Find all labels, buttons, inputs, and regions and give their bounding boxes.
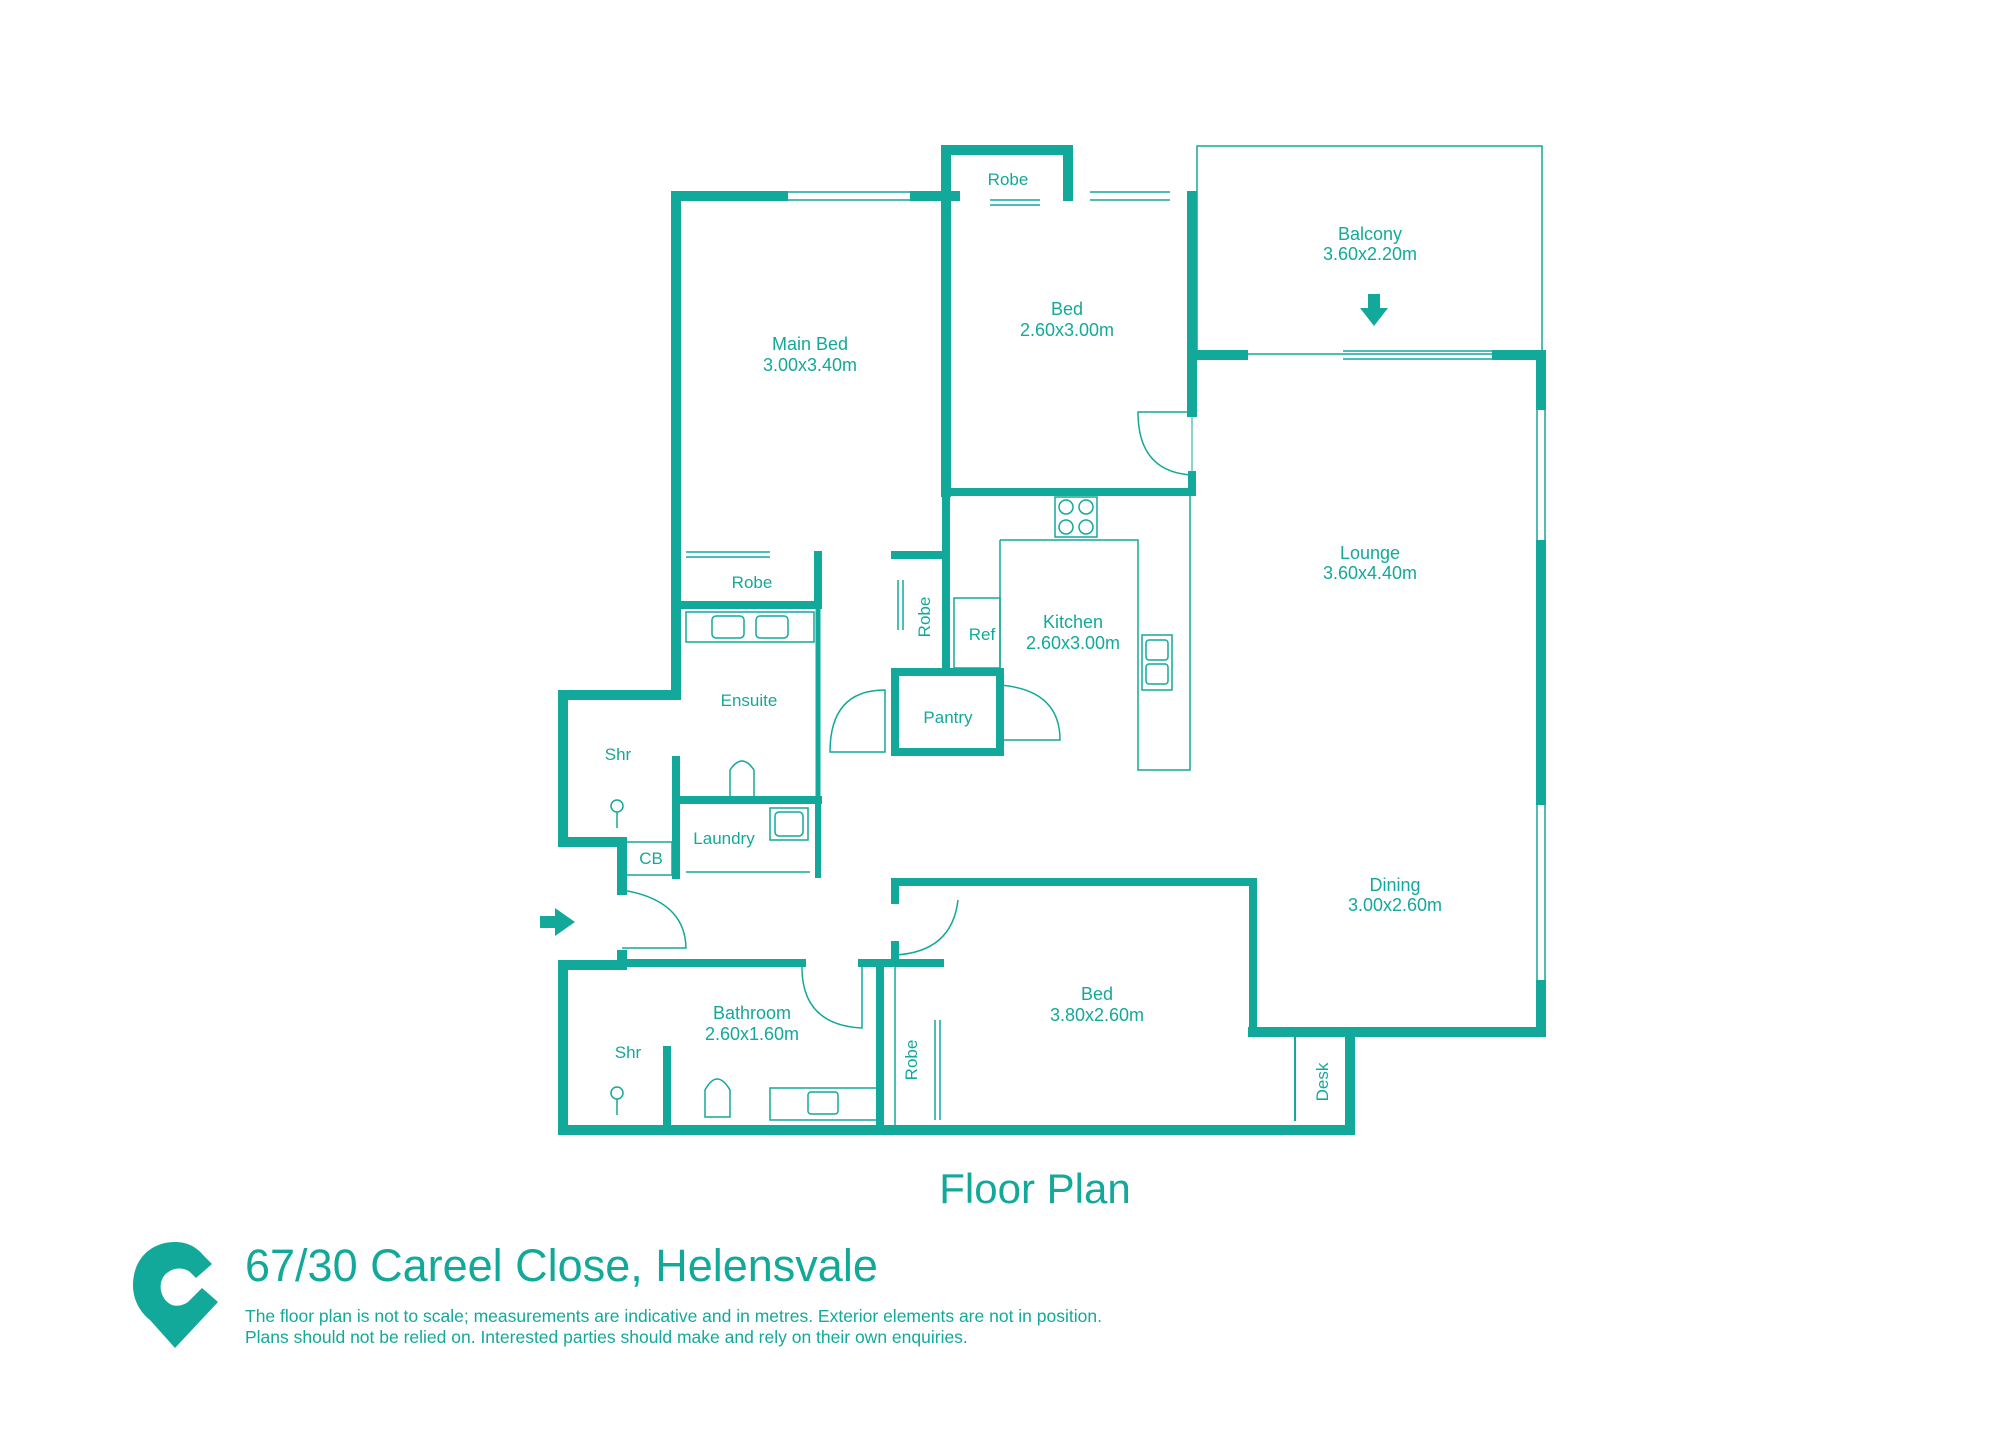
room-name-main-bed: Main Bed [772, 334, 848, 354]
room-name-balcony: Balcony [1338, 224, 1402, 244]
label-robe-top: Robe [988, 170, 1029, 189]
room-name-bed-bottom: Bed [1081, 984, 1113, 1004]
label-cb: CB [639, 849, 663, 868]
label-shr-ensuite: Shr [605, 745, 632, 764]
label-robe-bed: Robe [902, 1040, 921, 1081]
room-dims-bed-top: 2.60x3.00m [1020, 320, 1114, 340]
room-dims-dining: 3.00x2.60m [1348, 895, 1442, 915]
label-shr-bath: Shr [615, 1043, 642, 1062]
room-name-dining: Dining [1369, 875, 1420, 895]
label-desk: Desk [1313, 1062, 1332, 1101]
room-name-kitchen: Kitchen [1043, 612, 1103, 632]
logo-icon [133, 1242, 218, 1348]
entry-arrow-icon [540, 908, 575, 936]
fixtures-and-windows [610, 145, 1546, 1130]
room-name-bathroom: Bathroom [713, 1003, 791, 1023]
room-dims-balcony: 3.60x2.20m [1323, 244, 1417, 264]
balcony-entry-arrow-icon [1360, 294, 1388, 326]
label-ref: Ref [969, 625, 996, 644]
label-laundry: Laundry [693, 829, 755, 848]
plan-title: Floor Plan [939, 1165, 1131, 1212]
room-dims-main-bed: 3.00x3.40m [763, 355, 857, 375]
label-robe-hall: Robe [915, 597, 934, 638]
walls [558, 145, 1546, 1135]
room-name-bed-top: Bed [1051, 299, 1083, 319]
room-dims-lounge: 3.60x4.40m [1323, 563, 1417, 583]
room-dims-bed-bottom: 3.80x2.60m [1050, 1005, 1144, 1025]
property-address: 67/30 Careel Close, Helensvale [245, 1240, 878, 1291]
room-name-lounge: Lounge [1340, 543, 1400, 563]
footer: 67/30 Careel Close, Helensvale The floor… [130, 1240, 1330, 1360]
label-robe-main: Robe [732, 573, 773, 592]
room-dims-kitchen: 2.60x3.00m [1026, 633, 1120, 653]
label-pantry: Pantry [923, 708, 973, 727]
disclaimer-line-1: The floor plan is not to scale; measurem… [245, 1306, 1102, 1326]
disclaimer: The floor plan is not to scale; measurem… [245, 1306, 1102, 1348]
label-ensuite: Ensuite [721, 691, 778, 710]
disclaimer-line-2: Plans should not be relied on. Intereste… [245, 1327, 968, 1347]
room-dims-bathroom: 2.60x1.60m [705, 1024, 799, 1044]
